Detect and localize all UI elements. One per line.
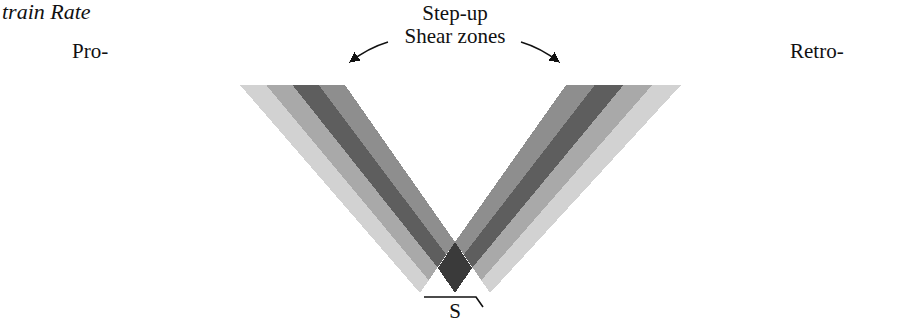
shear-band [455, 85, 595, 255]
panel-title: train Rate [2, 0, 91, 23]
shear-band [464, 85, 624, 268]
shear-bands [240, 85, 681, 293]
shear-band [438, 242, 472, 293]
shear-band [319, 85, 455, 255]
pointer-arrow [350, 42, 388, 62]
shear-band [293, 85, 447, 268]
side-label: Pro- [72, 40, 108, 63]
pointer-arrow [521, 42, 559, 62]
side-label: Retro- [790, 40, 844, 63]
singularity-label: S [449, 300, 461, 323]
zone-label: Step-up Shear zones [402, 2, 508, 48]
